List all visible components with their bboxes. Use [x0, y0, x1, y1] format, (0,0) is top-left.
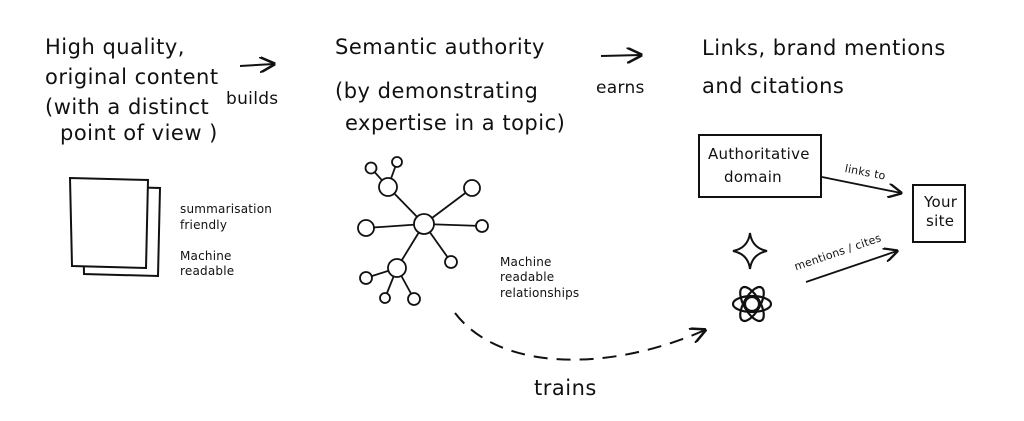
authoritative-label: Authoritative — [708, 145, 810, 163]
document-stack-icon — [68, 176, 162, 278]
content-line-1: High quality, — [45, 35, 185, 59]
mentions-cites-arrow — [805, 251, 897, 283]
content-line-3: (with a distinct — [45, 95, 210, 119]
your-label: Your — [924, 193, 958, 211]
graph-node — [463, 179, 481, 197]
builds-arrow — [239, 64, 274, 66]
links-to-arrow — [821, 176, 901, 193]
builds-label: builds — [226, 89, 279, 109]
openai-knot-icon — [731, 285, 773, 323]
graph-node — [359, 271, 373, 285]
graph-node — [357, 219, 375, 237]
graph-node — [475, 219, 489, 233]
site-label: site — [926, 212, 955, 230]
friendly-label: friendly — [180, 218, 228, 232]
content-line-2: original content — [45, 65, 219, 89]
authority-line-1: Semantic authority — [335, 35, 545, 59]
sparkle-icon — [732, 232, 768, 270]
graph-node — [379, 292, 391, 304]
graph-node — [378, 177, 398, 197]
authority-line-2: (by demonstrating — [335, 79, 539, 103]
graph-label-1: Machine — [500, 255, 552, 269]
links-line-2: and citations — [702, 74, 845, 98]
readable-label: readable — [180, 264, 235, 278]
graph-node-central — [413, 213, 435, 235]
graph-node — [407, 292, 421, 306]
authority-line-3: expertise in a topic) — [345, 111, 566, 135]
links-line-1: Links, brand mentions — [702, 36, 946, 60]
summarisation-label: summarisation — [180, 202, 273, 216]
graph-label-2: readable — [500, 270, 555, 284]
earns-arrow — [600, 55, 641, 56]
earns-label: earns — [596, 78, 645, 98]
graph-node — [387, 258, 407, 278]
machine-label: Machine — [180, 249, 232, 263]
content-line-4: point of view ) — [60, 121, 218, 145]
graph-node — [444, 255, 458, 269]
graph-node — [391, 156, 403, 168]
knowledge-graph — [357, 156, 489, 306]
authoritative-domain-box: Authoritative domain — [698, 134, 822, 198]
trains-arrow — [454, 312, 705, 361]
graph-node — [364, 161, 378, 175]
domain-label: domain — [724, 168, 782, 186]
trains-label: trains — [534, 376, 597, 400]
graph-label-3: relationships — [500, 286, 580, 300]
your-site-box: Your site — [912, 184, 966, 243]
